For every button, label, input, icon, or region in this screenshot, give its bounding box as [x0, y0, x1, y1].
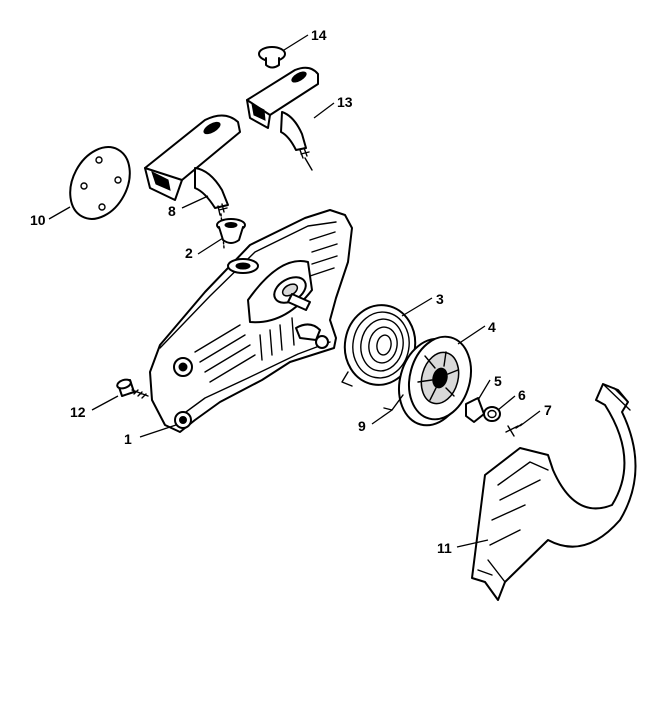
callout-labels: 1 2 3 4 5 6 7 8 9 10 11 12 13 14: [30, 27, 552, 556]
leader-lines: [48, 34, 541, 548]
leader-3: [401, 297, 433, 317]
part-5-pawl: [465, 397, 485, 423]
part-12-screw: [116, 378, 149, 399]
leader-6: [497, 395, 516, 411]
leader-5: [477, 379, 491, 401]
part-14-cap: [258, 46, 286, 69]
callout-11: 11: [437, 540, 452, 556]
part-13-starter-grip-alt: [246, 66, 319, 171]
leader-14: [283, 34, 309, 51]
part-2-grommet: [216, 218, 246, 244]
callout-14: 14: [311, 27, 327, 43]
callout-9: 9: [358, 418, 366, 434]
callout-3: 3: [436, 291, 444, 307]
callout-2: 2: [185, 245, 193, 261]
leader-11: [456, 539, 489, 548]
part-8-starter-grip: [144, 114, 241, 249]
leader-1: [139, 424, 177, 438]
part-1-fan-housing: [149, 209, 353, 433]
leader-13: [313, 102, 335, 119]
leader-2: [197, 237, 224, 255]
callout-13: 13: [337, 94, 353, 110]
callout-6: 6: [518, 387, 526, 403]
leader-8: [181, 195, 209, 209]
leader-12: [91, 395, 119, 411]
part-11-air-guide-shroud: [471, 383, 637, 601]
part-4-rope-rotor: [383, 335, 472, 427]
part-10-cover-plate: [69, 146, 131, 220]
callout-8: 8: [168, 203, 176, 219]
leader-4: [457, 325, 486, 345]
leader-9: [371, 409, 393, 425]
callout-1: 1: [124, 431, 132, 447]
callout-5: 5: [494, 373, 502, 389]
callout-12: 12: [70, 404, 86, 420]
callout-7: 7: [544, 402, 552, 418]
part-6-washer: [483, 406, 501, 422]
leader-10: [48, 206, 71, 220]
callout-4: 4: [488, 319, 496, 335]
part-7-spring-clip: [505, 423, 523, 437]
callout-10: 10: [30, 212, 46, 228]
leader-7: [519, 410, 541, 427]
